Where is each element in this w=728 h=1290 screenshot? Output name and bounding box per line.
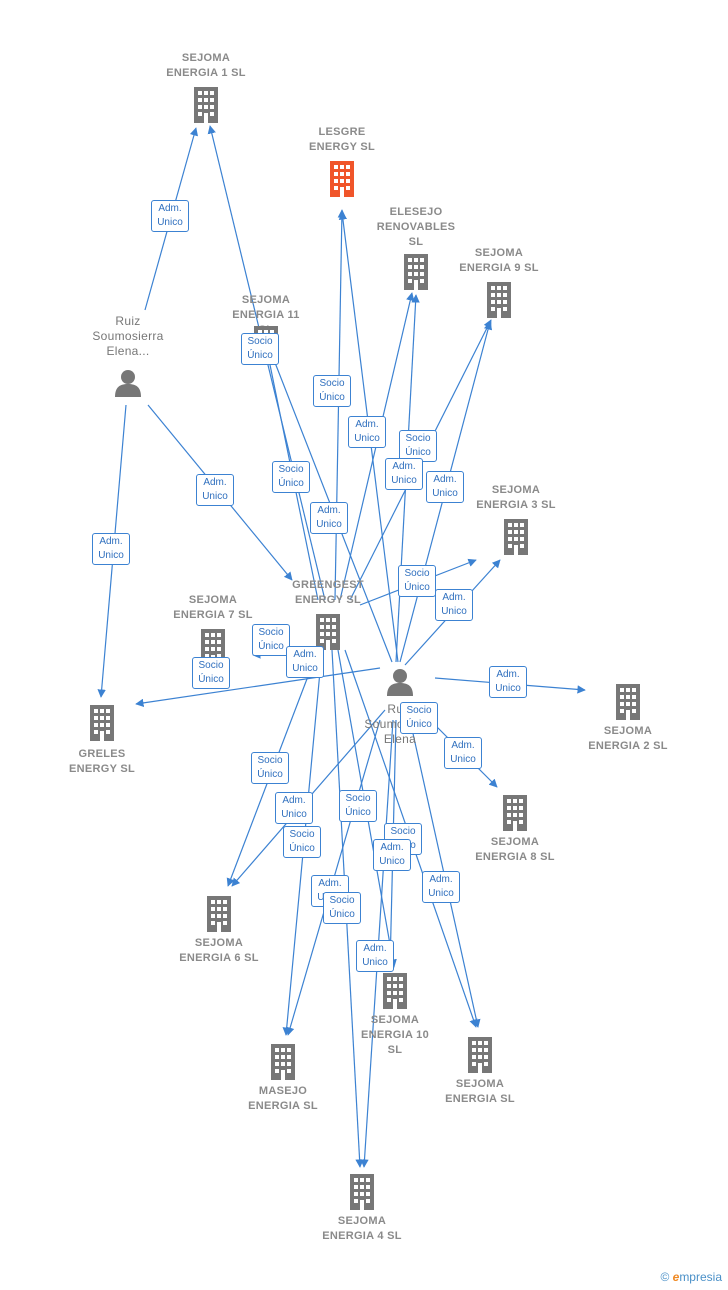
brand-footer: © empresia	[660, 1270, 722, 1284]
node-label: SEJOMA ENERGIA 4 SL	[322, 1215, 402, 1242]
node-label: SEJOMA ENERGIA 1 SL	[166, 52, 246, 79]
node-ruiz-soumosierra-elena-1[interactable]: Ruiz Soumosierra Elena...	[78, 314, 178, 397]
node-elesejo-renovables[interactable]: ELESEJO RENOVABLES SL	[360, 205, 472, 290]
building-icon	[350, 1174, 374, 1210]
socio-unico-tag[interactable]: Socio Único	[192, 657, 230, 689]
building-icon	[503, 795, 527, 831]
node-label: SEJOMA ENERGIA 9 SL	[459, 247, 539, 274]
building-icon	[404, 254, 428, 290]
node-sejoma-energia[interactable]: SEJOMA ENERGIA SL	[424, 1037, 536, 1107]
copyright-symbol: ©	[660, 1270, 670, 1284]
adm-unico-tag[interactable]: Adm. Unico	[444, 737, 482, 769]
socio-unico-tag[interactable]: Socio Único	[400, 702, 438, 734]
node-sejoma-energia-1[interactable]: SEJOMA ENERGIA 1 SL	[150, 51, 262, 123]
socio-unico-tag[interactable]: Socio Único	[323, 892, 361, 924]
node-masejo-energia[interactable]: MASEJO ENERGIA SL	[227, 1044, 339, 1114]
socio-unico-tag[interactable]: Socio Único	[313, 375, 351, 407]
adm-unico-tag[interactable]: Adm. Unico	[373, 839, 411, 871]
node-label: SEJOMA ENERGIA 2 SL	[588, 725, 668, 752]
adm-unico-tag[interactable]: Adm. Unico	[286, 646, 324, 678]
node-label: SEJOMA ENERGIA 8 SL	[475, 836, 555, 863]
node-lesgre-energy[interactable]: LESGRE ENERGY SL	[286, 125, 398, 197]
node-label: ELESEJO RENOVABLES SL	[376, 206, 456, 248]
adm-unico-tag[interactable]: Adm. Unico	[310, 502, 348, 534]
node-label: GRELES ENERGY SL	[68, 748, 136, 775]
adm-unico-tag[interactable]: Adm. Unico	[151, 200, 189, 232]
node-sejoma-energia-3[interactable]: SEJOMA ENERGIA 3 SL	[460, 483, 572, 555]
adm-unico-tag[interactable]: Adm. Unico	[435, 589, 473, 621]
person-icon	[386, 668, 414, 696]
node-sejoma-energia-7[interactable]: SEJOMA ENERGIA 7 SL	[157, 593, 269, 665]
edge	[135, 667, 381, 708]
adm-unico-tag[interactable]: Adm. Unico	[422, 871, 460, 903]
node-sejoma-energia-10[interactable]: SEJOMA ENERGIA 10 SL	[339, 973, 451, 1058]
brand-logo-text: mpresia	[679, 1270, 722, 1284]
building-icon	[487, 282, 511, 318]
node-sejoma-energia-4[interactable]: SEJOMA ENERGIA 4 SL	[306, 1174, 418, 1244]
building-icon	[271, 1044, 295, 1080]
socio-unico-tag[interactable]: Socio Único	[241, 333, 279, 365]
node-label: SEJOMA ENERGIA 6 SL	[179, 937, 259, 964]
adm-unico-tag[interactable]: Adm. Unico	[196, 474, 234, 506]
node-label: LESGRE ENERGY SL	[308, 126, 376, 153]
node-greengest-energy[interactable]: GREENGEST ENERGY SL	[272, 578, 384, 650]
building-icon	[468, 1037, 492, 1073]
adm-unico-tag[interactable]: Adm. Unico	[489, 666, 527, 698]
adm-unico-tag[interactable]: Adm. Unico	[426, 471, 464, 503]
node-sejoma-energia-9[interactable]: SEJOMA ENERGIA 9 SL	[443, 246, 555, 318]
node-label: SEJOMA ENERGIA 10 SL	[360, 1014, 429, 1056]
node-label: MASEJO ENERGIA SL	[248, 1085, 318, 1112]
node-label: Ruiz Soumosierra Elena...	[92, 314, 164, 358]
person-icon	[114, 369, 142, 397]
socio-unico-tag[interactable]: Socio Único	[252, 624, 290, 656]
node-label: GREENGEST ENERGY SL	[292, 579, 364, 606]
building-icon	[330, 161, 354, 197]
brand-logo-e: e	[672, 1270, 680, 1284]
node-greles-energy[interactable]: GRELES ENERGY SL	[46, 705, 158, 777]
adm-unico-tag[interactable]: Adm. Unico	[356, 940, 394, 972]
building-icon	[316, 614, 340, 650]
node-label: SEJOMA ENERGIA 3 SL	[476, 484, 556, 511]
socio-unico-tag[interactable]: Socio Único	[251, 752, 289, 784]
node-label: SEJOMA ENERGIA 7 SL	[173, 594, 253, 621]
node-sejoma-energia-2[interactable]: SEJOMA ENERGIA 2 SL	[572, 684, 684, 754]
socio-unico-tag[interactable]: Socio Único	[339, 790, 377, 822]
adm-unico-tag[interactable]: Adm. Unico	[348, 416, 386, 448]
building-icon	[90, 705, 114, 741]
node-label: SEJOMA ENERGIA SL	[445, 1078, 515, 1105]
socio-unico-tag[interactable]: Socio Único	[398, 565, 436, 597]
adm-unico-tag[interactable]: Adm. Unico	[92, 533, 130, 565]
socio-unico-tag[interactable]: Socio Único	[283, 826, 321, 858]
building-icon	[616, 684, 640, 720]
adm-unico-tag[interactable]: Adm. Unico	[275, 792, 313, 824]
socio-unico-tag[interactable]: Socio Único	[272, 461, 310, 493]
building-icon	[194, 87, 218, 123]
node-sejoma-energia-6[interactable]: SEJOMA ENERGIA 6 SL	[163, 896, 275, 966]
building-icon	[207, 896, 231, 932]
node-sejoma-energia-8[interactable]: SEJOMA ENERGIA 8 SL	[459, 795, 571, 865]
adm-unico-tag[interactable]: Adm. Unico	[385, 458, 423, 490]
building-icon	[383, 973, 407, 1009]
building-icon	[504, 519, 528, 555]
